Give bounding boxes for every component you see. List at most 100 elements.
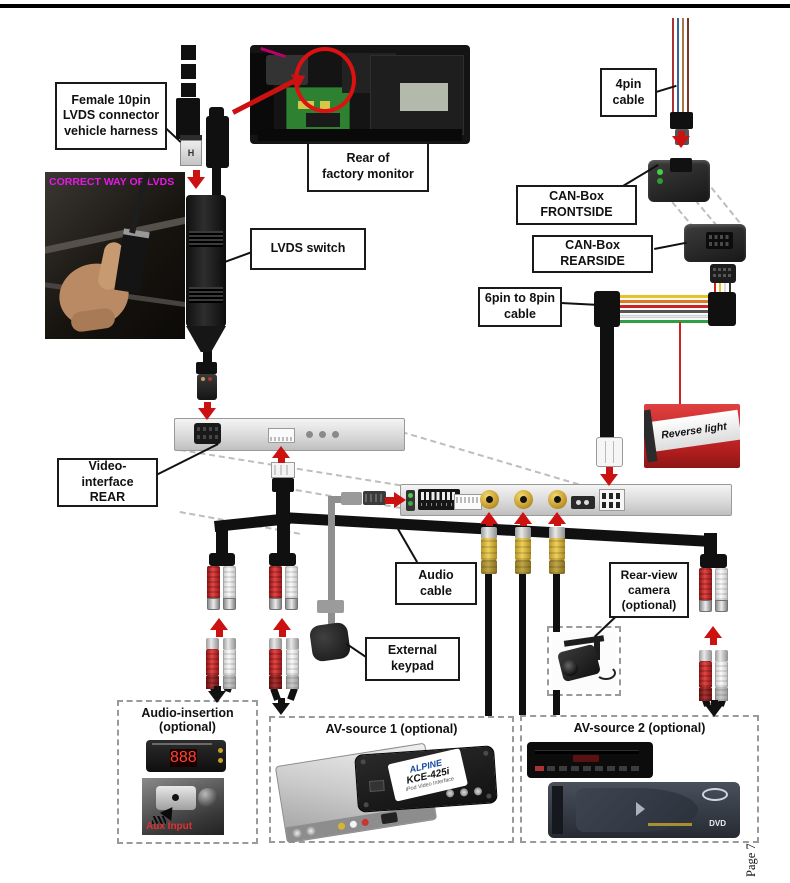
wire-green <box>619 320 711 323</box>
red-arrow-up <box>514 512 532 526</box>
photo-rearview-camera <box>552 632 616 690</box>
label-text: Female 10pin LVDS connector vehicle harn… <box>62 92 160 138</box>
lvds-socket <box>194 423 221 444</box>
audio-insertion-title: Audio-insertion (optional) <box>141 706 234 734</box>
page-number: Page 7 <box>744 843 758 877</box>
panel-dot <box>332 431 339 438</box>
jack-hole <box>520 496 527 503</box>
wire-4pin <box>677 18 679 114</box>
camera-pigtail <box>596 666 616 680</box>
harness-cable-dash <box>181 64 196 79</box>
socket-pin-row <box>602 493 622 499</box>
rca-plug-yellow <box>515 527 531 574</box>
red-arrow-down <box>600 467 618 486</box>
label-text: CAN-Box FRONTSIDE <box>540 189 613 219</box>
small-port <box>571 496 595 509</box>
rca-plug-red <box>269 638 282 689</box>
lvds-switch-top-plug <box>206 116 229 168</box>
harness-cable-dash <box>181 83 196 97</box>
multipin-socket <box>454 494 482 510</box>
harness-wires <box>619 294 711 324</box>
cable-tape <box>670 112 693 129</box>
label-lvds-switch: LVDS switch <box>250 228 366 270</box>
rca-plug-red <box>206 638 219 689</box>
mini-wire <box>724 282 726 293</box>
red-arrow-down <box>672 131 690 148</box>
lvds-switch-top-plug-nub <box>209 107 224 117</box>
label-text: Rear of factory monitor <box>322 151 414 181</box>
screw <box>483 750 489 756</box>
port-dot <box>584 500 589 505</box>
plug-pins <box>713 274 733 277</box>
rca-jack-white <box>715 568 728 612</box>
av-cable <box>485 574 492 716</box>
wire-4pin <box>687 18 689 114</box>
photo-correct-way-of-lvds: CORRECT WAY OF LVDS <box>45 172 185 339</box>
video-interface-front-view <box>400 484 732 516</box>
lvds-female-connector-body: H <box>180 140 202 166</box>
label-text: CAN-Box REARSIDE <box>560 238 625 268</box>
button-red <box>535 766 544 771</box>
wire-orange <box>619 300 711 303</box>
wire-red <box>619 305 711 308</box>
plug-8pin <box>710 264 736 283</box>
rca-av-jack <box>514 490 533 509</box>
rca-jack-white <box>223 566 236 610</box>
plug-divider <box>605 441 606 463</box>
rca-plug-white <box>223 638 236 689</box>
switch-grooves <box>189 231 223 247</box>
rca-splitter <box>209 553 235 566</box>
av2-dvd-changer: DVD <box>548 782 740 838</box>
pointer-line <box>560 302 595 306</box>
socket-pin-row <box>709 235 730 239</box>
socket-comb <box>456 497 480 503</box>
text-strip <box>648 823 692 826</box>
reverse-light-caption: Reverse light <box>660 420 728 442</box>
rca-plug-white <box>286 638 299 689</box>
screw <box>363 802 369 808</box>
harness-block-6pin <box>594 291 620 327</box>
reverse-wire-red <box>679 322 681 406</box>
av-source-1-box: AV-source 1 (optional) <box>269 716 514 843</box>
harness-block-8pin <box>708 292 736 326</box>
rca-splitter <box>700 554 727 568</box>
red-arrow-down <box>198 402 216 420</box>
plug-lines <box>274 465 292 475</box>
cable-tape <box>272 478 294 492</box>
av1-alpine-device: ALPINE KCE-425i iPod Video Interface <box>354 745 498 813</box>
branch-drop <box>216 526 228 554</box>
lvds-switch-bottom-cable <box>203 351 212 364</box>
plug-divider <box>613 441 614 463</box>
keypad-connector <box>341 492 362 505</box>
gold-terminal <box>218 748 223 753</box>
port-dot <box>576 500 581 505</box>
label-text: LVDS switch <box>270 241 346 256</box>
label-canbox-frontside: CAN-Box FRONTSIDE <box>516 185 637 225</box>
keypad-cable <box>331 496 345 503</box>
photo-aux-input: Aux Input <box>142 778 224 835</box>
wire-4pin <box>672 18 674 114</box>
dvd-logo-text: DVD <box>709 819 726 828</box>
red-arrow-down <box>187 170 205 189</box>
label-rear-factory-monitor: Rear of factory monitor <box>307 142 429 192</box>
rca-av-jack <box>480 490 499 509</box>
red-arrow-up <box>273 618 291 637</box>
photo-factory-monitor <box>250 45 470 144</box>
keypad-cable <box>328 613 335 627</box>
aux-hole <box>172 794 179 801</box>
camera-lens <box>562 660 578 676</box>
label-video-interface-rear: Video-interface REAR <box>57 458 158 507</box>
dip-switch-block <box>418 489 460 510</box>
lvds-switch-taper <box>186 326 226 352</box>
panel-dot <box>319 431 326 438</box>
label-6pin-to-8pin: 6pin to 8pin cable <box>478 287 562 327</box>
plug-teeth <box>365 494 384 502</box>
socket-pin-row <box>709 242 730 246</box>
rca-port <box>459 788 469 797</box>
red-arrow-up <box>210 618 228 637</box>
branch-drop <box>277 516 290 554</box>
harness-sleeve <box>176 98 200 139</box>
device-display: 888 <box>170 749 197 767</box>
gold-terminal <box>218 758 223 763</box>
